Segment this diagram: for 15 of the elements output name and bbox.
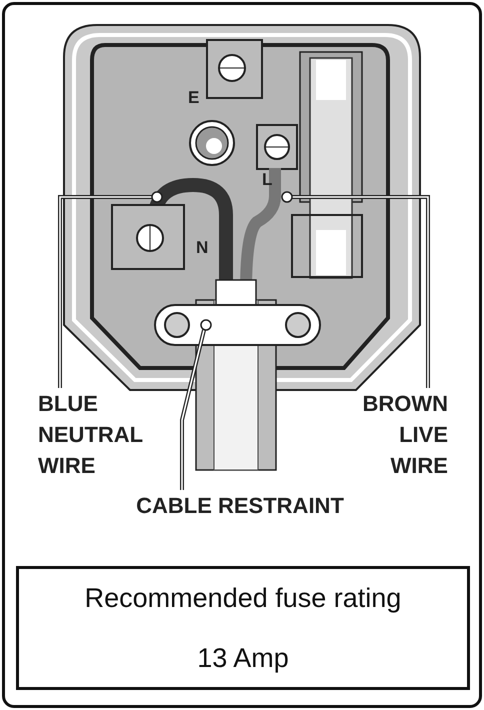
leader-dot — [151, 191, 163, 203]
leader-dot — [200, 319, 212, 331]
leader-line — [180, 330, 206, 490]
callout-label: BLUE NEUTRAL WIRE — [38, 388, 170, 481]
terminal-letter: L — [262, 170, 272, 190]
terminal-letter: E — [188, 88, 200, 108]
box-value: 13 Amp — [196, 643, 290, 674]
callout-label: BROWN LIVE WIRE — [338, 388, 448, 481]
info-box — [16, 566, 470, 690]
leader-dot — [281, 191, 293, 203]
terminal-letter: N — [196, 238, 208, 258]
leader-line — [292, 195, 430, 388]
leader-line — [58, 195, 152, 388]
callout-label: CABLE RESTRAINT — [110, 490, 370, 521]
box-heading: Recommended fuse rating — [84, 583, 402, 614]
